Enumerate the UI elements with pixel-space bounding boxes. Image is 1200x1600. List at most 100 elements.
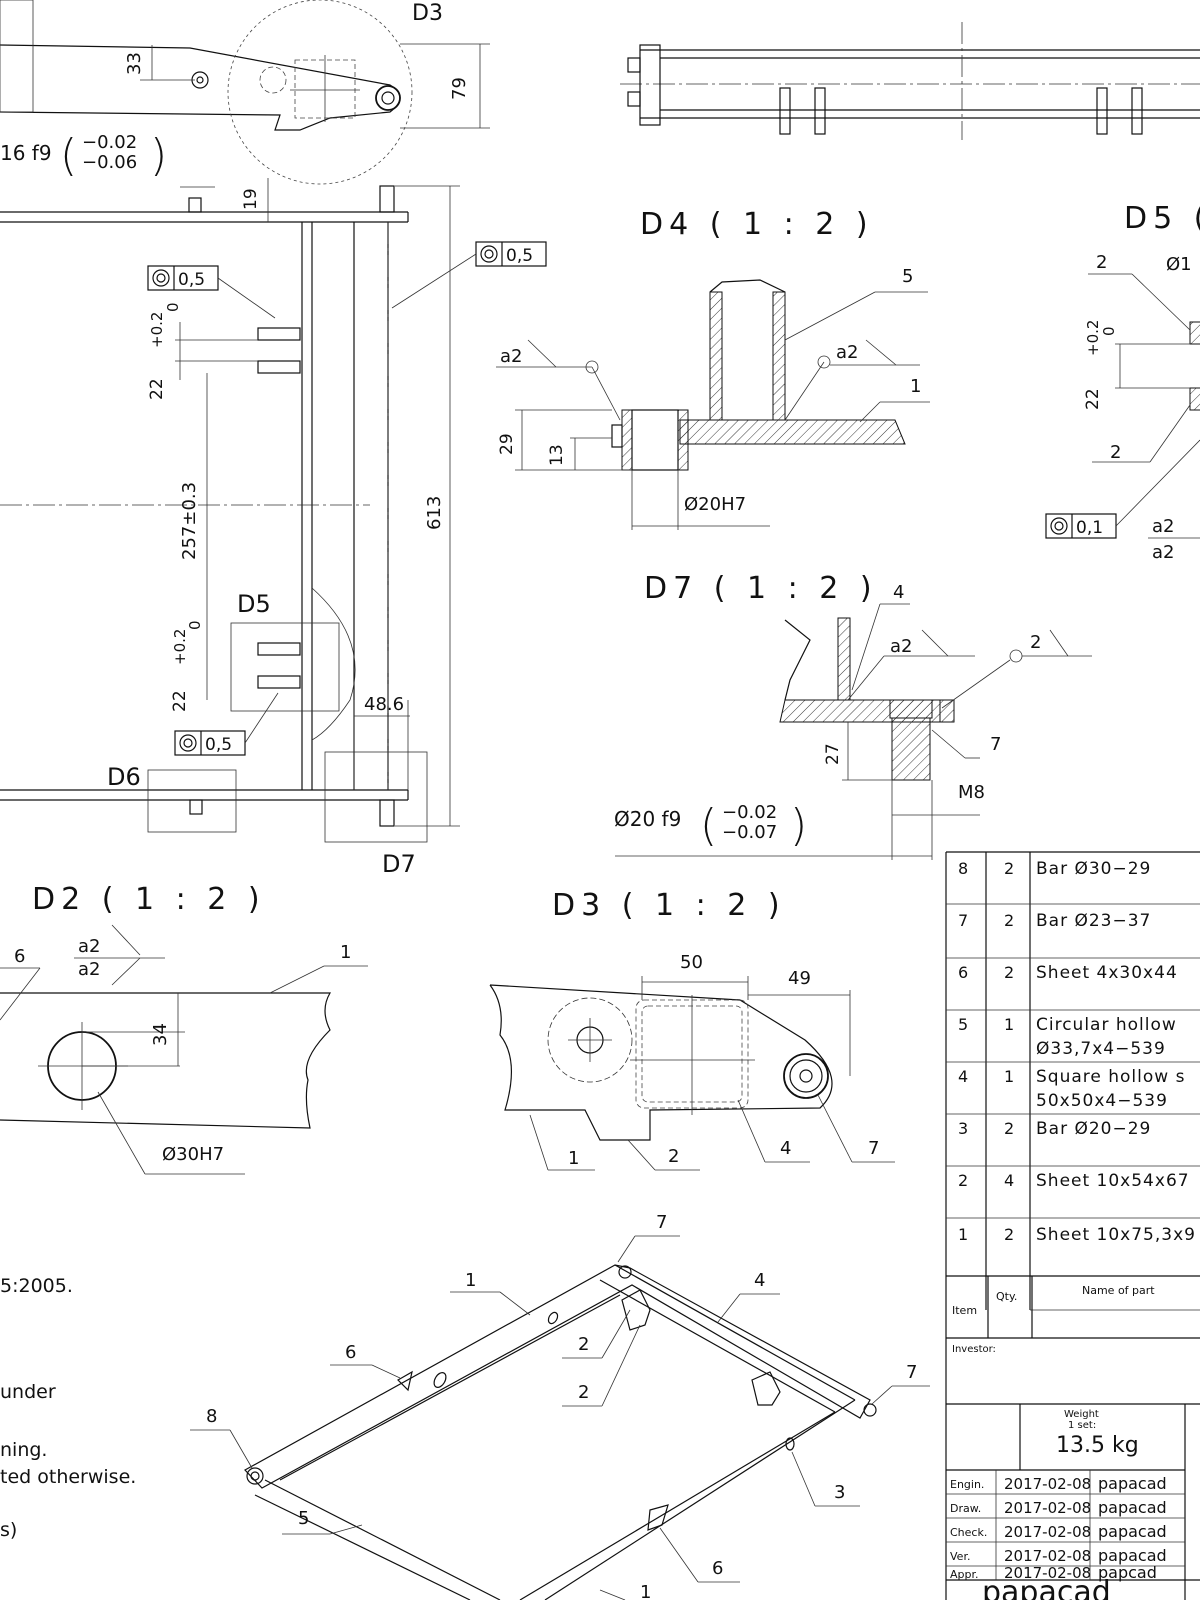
svg-text:Bar Ø23−37: Bar Ø23−37 [1036, 911, 1151, 931]
fit-16f9: 16 f9 [0, 141, 52, 165]
iso-balloon-1: 1 [465, 1270, 476, 1291]
iso-balloon-1b: 1 [640, 1582, 651, 1600]
svg-text:a2: a2 [1152, 542, 1174, 563]
concentricity-frame-3: 0,5 [174, 692, 279, 756]
dim-19: 19 [241, 188, 261, 210]
svg-text:a2: a2 [78, 959, 100, 980]
detail-d4: D4 ( 1 : 2 ) a2 a2 5 1 29 13 [496, 207, 930, 530]
note-line-1: 5:2005. [0, 1275, 73, 1297]
svg-text:2: 2 [1030, 632, 1041, 653]
svg-text:Ver.: Ver. [950, 1550, 970, 1563]
iso-balloon-7a: 7 [656, 1212, 667, 1233]
dim-79: 79 [449, 77, 470, 100]
svg-text:7: 7 [958, 911, 968, 930]
svg-text:4: 4 [1004, 1171, 1014, 1190]
svg-text:Sheet 4x30x44: Sheet 4x30x44 [1036, 963, 1178, 983]
svg-text:2: 2 [958, 1171, 968, 1190]
svg-text:Sheet 10x75,3x9: Sheet 10x75,3x9 [1036, 1225, 1196, 1245]
svg-text:4: 4 [958, 1067, 968, 1086]
svg-text:Bar Ø30−29: Bar Ø30−29 [1036, 859, 1151, 879]
svg-text:−0.07: −0.07 [722, 822, 777, 843]
svg-text:Circular hollow: Circular hollow [1036, 1015, 1177, 1035]
dim-613: 613 [424, 496, 445, 530]
svg-text:3: 3 [958, 1119, 968, 1138]
svg-text:Ø33,7x4−539: Ø33,7x4−539 [1036, 1039, 1166, 1059]
svg-text:Appr.: Appr. [950, 1568, 979, 1581]
svg-text:0,5: 0,5 [178, 270, 205, 290]
svg-text:0,5: 0,5 [506, 246, 533, 266]
svg-text:2: 2 [1004, 1119, 1014, 1138]
tol-bottom: −0.06 [82, 152, 137, 173]
detail-d7: D7 ( 1 : 2 ) 4 a2 2 7 27 M8 Ø20 f9 ( −0.… [614, 571, 1092, 860]
d7-balloon-4: 4 [893, 582, 904, 603]
dim-48-6: 48.6 [364, 694, 404, 715]
d3-balloon-4: 4 [780, 1138, 791, 1159]
svg-text:1: 1 [958, 1225, 968, 1244]
note-line-5: s) [0, 1519, 17, 1541]
concentricity-frame-2: 0,5 [391, 241, 547, 309]
tol-zero-top: 0 [164, 302, 182, 312]
side-view-top [620, 22, 1200, 140]
d2-dia-30h7: Ø30H7 [162, 1144, 224, 1165]
svg-text:a2: a2 [78, 936, 100, 957]
iso-balloon-2b: 2 [578, 1382, 589, 1403]
d5-balloon-2a: 2 [1096, 252, 1107, 273]
svg-text:): ) [150, 130, 167, 181]
dim-22-bottom: 22 [170, 690, 190, 712]
d3-balloon-7: 7 [868, 1138, 879, 1159]
d2-dim-34: 34 [150, 1023, 171, 1046]
bom-header-qty: Qty. [996, 1290, 1017, 1303]
d4-title: D4 ( 1 : 2 ) [640, 207, 874, 242]
iso-balloon-6a: 6 [345, 1342, 356, 1363]
svg-text:2: 2 [1004, 963, 1014, 982]
svg-text:−0.02: −0.02 [722, 802, 777, 823]
d5-conc-01: 0,1 [1076, 518, 1103, 538]
svg-text:2017-02-08: 2017-02-08 [1004, 1499, 1091, 1517]
d2-title: D2 ( 1 : 2 ) [32, 882, 266, 917]
d7-dim-27: 27 [823, 743, 843, 765]
weld-a2-left: a2 [500, 346, 522, 367]
svg-text:0,5: 0,5 [205, 735, 232, 755]
iso-balloon-5: 5 [298, 1508, 309, 1529]
d4-balloon-1: 1 [910, 376, 921, 397]
general-notes: 5:2005. under ning. ted otherwise. s) [0, 1275, 136, 1541]
tol-top: −0.02 [82, 132, 137, 153]
bom-header-name: Name of part [1082, 1284, 1155, 1297]
d3-balloon-1: 1 [568, 1148, 579, 1169]
svg-text:papacad: papacad [1098, 1546, 1167, 1565]
tol-plus-bottom: +0.2 [171, 629, 189, 665]
dim-257: 257±0.3 [179, 482, 200, 560]
iso-balloon-3: 3 [834, 1482, 845, 1503]
svg-text:a2: a2 [890, 636, 912, 657]
tol-zero-bottom: 0 [186, 620, 204, 630]
svg-text:(: ( [700, 800, 717, 851]
svg-text:1: 1 [1004, 1067, 1014, 1086]
weight-value: 13.5 kg [1056, 1433, 1139, 1458]
svg-text:2017-02-08: 2017-02-08 [1004, 1523, 1091, 1541]
d5-tol-plus: +0.2 [1084, 320, 1102, 356]
iso-balloon-4: 4 [754, 1270, 765, 1291]
d3-dim-49: 49 [788, 968, 811, 989]
iso-balloon-6b: 6 [712, 1558, 723, 1579]
svg-text:8: 8 [958, 859, 968, 878]
weld-a2-right: a2 [836, 342, 858, 363]
d7-balloon-7: 7 [990, 734, 1001, 755]
svg-text:Check.: Check. [950, 1526, 987, 1539]
d5-dia: Ø1 [1166, 254, 1192, 275]
svg-text:1: 1 [1004, 1015, 1014, 1034]
callout-d7: D7 [382, 850, 416, 878]
iso-balloon-7b: 7 [906, 1362, 917, 1383]
tol-plus-top: +0.2 [148, 312, 166, 348]
svg-text:Draw.: Draw. [950, 1502, 981, 1515]
svg-text:(: ( [60, 130, 77, 181]
svg-text:Square hollow s: Square hollow s [1036, 1067, 1185, 1087]
d5-balloon-2b: 2 [1110, 442, 1121, 463]
detail-d3-label: D3 [412, 1, 443, 26]
title-block: Investor: Weight 1 set: 13.5 kg Engin.20… [946, 1344, 1200, 1600]
